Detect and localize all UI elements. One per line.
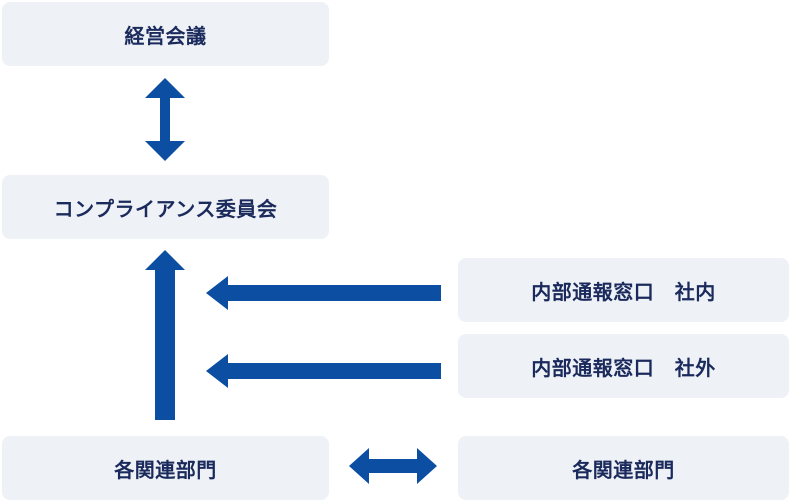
departments-to-committee-arrow (145, 250, 185, 420)
internal-report-outside-node: 内部通報窓口 社外 (458, 334, 789, 398)
management-meeting-label: 経営会議 (124, 23, 207, 48)
compliance-committee-node: コンプライアンス委員会 (2, 175, 329, 239)
internal-report-inside-node: 内部通報窓口 社内 (458, 258, 789, 322)
departments-left-label: 各関連部門 (114, 457, 217, 482)
internal-outside-to-committee-arrow (206, 354, 441, 388)
management-meeting-node: 経営会議 (2, 2, 329, 66)
departments-right-node: 各関連部門 (458, 436, 789, 500)
departments-right-label: 各関連部門 (572, 457, 675, 482)
internal-report-outside-label: 内部通報窓口 社外 (531, 355, 716, 380)
internal-inside-to-committee-arrow (206, 276, 441, 310)
departments-double-arrow (349, 448, 437, 484)
internal-report-inside-label: 内部通報窓口 社内 (531, 279, 716, 304)
meeting-committee-double-arrow (145, 78, 185, 161)
compliance-committee-label: コンプライアンス委員会 (53, 196, 278, 221)
departments-left-node: 各関連部門 (2, 436, 329, 500)
